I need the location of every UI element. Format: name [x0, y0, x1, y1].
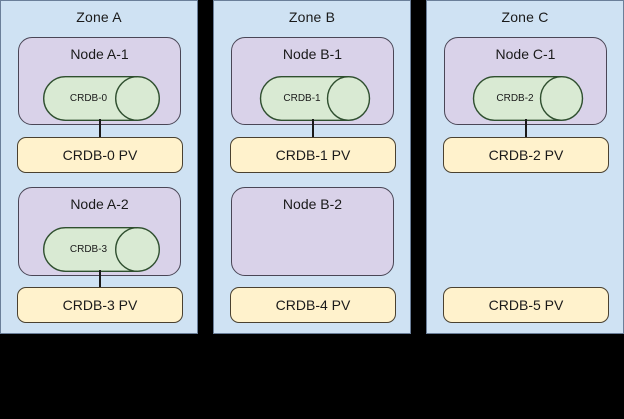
database-cylinder-crdb-0: CRDB-0: [43, 76, 160, 121]
node-title-a-2: Node A-2: [70, 196, 129, 212]
zone-container-b: Zone B Node B-1 CRDB-1 CRDB-1 PV Node B-…: [213, 0, 411, 334]
node-box-b-1: Node B-1 CRDB-1: [231, 37, 394, 125]
database-cylinder-crdb-1: CRDB-1: [259, 76, 371, 121]
pv-box-crdb-3: CRDB-3 PV: [17, 287, 183, 323]
database-cylinder-crdb-2: CRDB-2: [472, 76, 584, 121]
pv-box-crdb-5: CRDB-5 PV: [443, 287, 609, 323]
node-box-a-1: Node A-1 CRDB-0: [18, 37, 181, 125]
node-box-b-2: Node B-2: [231, 187, 394, 276]
connector-node-b-1-to-crdb-1-pv: [312, 119, 314, 139]
connector-node-a-1-to-crdb-0-pv: [99, 119, 101, 139]
zone-container-a: Zone A Node A-1 CRDB-0 CRDB-0 PV Node A-…: [0, 0, 198, 334]
cylinder-shape-icon: [472, 76, 584, 121]
cylinder-shape-icon: [43, 76, 160, 121]
zone-title-c: Zone C: [501, 9, 549, 25]
node-title-a-1: Node A-1: [70, 46, 129, 62]
zone-container-c: Zone C Node C-1 CRDB-2 CRDB-2 PV CRDB-5 …: [426, 0, 624, 334]
node-title-b-2: Node B-2: [282, 196, 343, 212]
cylinder-shape-icon: [43, 227, 160, 272]
zone-title-b: Zone B: [288, 9, 336, 25]
node-box-a-2: Node A-2 CRDB-3: [18, 187, 181, 276]
cylinder-shape-icon: [259, 76, 371, 121]
pv-box-crdb-0: CRDB-0 PV: [17, 137, 183, 173]
pv-box-crdb-2: CRDB-2 PV: [443, 137, 609, 173]
node-title-c-1: Node C-1: [495, 46, 556, 62]
pv-box-crdb-1: CRDB-1 PV: [230, 137, 396, 173]
node-title-b-1: Node B-1: [282, 46, 343, 62]
node-box-c-1: Node C-1 CRDB-2: [444, 37, 607, 125]
pv-box-crdb-4: CRDB-4 PV: [230, 287, 396, 323]
connector-node-c-1-to-crdb-2-pv: [525, 119, 527, 139]
connector-node-a-2-to-crdb-3-pv: [99, 270, 101, 290]
database-cylinder-crdb-3: CRDB-3: [43, 227, 160, 272]
zone-title-a: Zone A: [76, 9, 122, 25]
